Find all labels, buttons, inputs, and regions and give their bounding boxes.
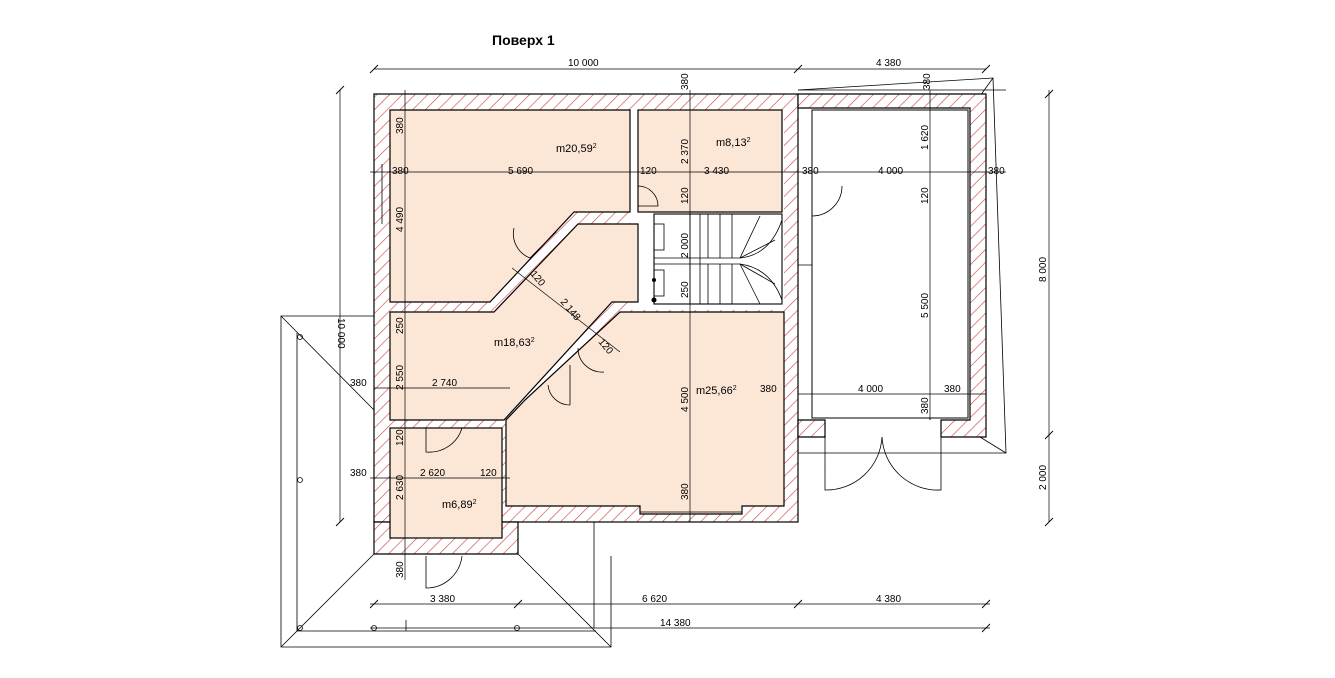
dim-label: 120: [395, 429, 406, 446]
dim-label: 1 620: [920, 125, 931, 150]
staircase: [651, 213, 783, 305]
dim-label: 380: [922, 73, 933, 90]
room-5-area: m6,892: [442, 499, 477, 511]
dim-label: 2 550: [395, 365, 406, 390]
room-2: [637, 109, 783, 213]
dim-label: 120: [920, 187, 931, 204]
dim-label: 2 620: [420, 468, 445, 479]
dim-label: 380: [680, 73, 691, 90]
dim-label: 2 000: [1038, 465, 1049, 490]
room-labels: m20,592 m8,132 m18,632 m25,662 m6,892: [442, 137, 751, 511]
rooms: [389, 109, 785, 539]
room-4: [505, 311, 785, 515]
dim-label: 380: [395, 117, 406, 134]
room-3: [389, 223, 639, 421]
dim-label: 4 380: [876, 58, 901, 69]
dim-label: 380: [350, 468, 367, 479]
dim-label: 2 630: [395, 475, 406, 500]
dim-label: 2 000: [680, 233, 691, 258]
dim-label: 250: [680, 281, 691, 298]
dim-label: 250: [395, 317, 406, 334]
dim-label: 5 690: [508, 166, 533, 177]
dim-label: 380: [988, 166, 1005, 177]
dim-label: 380: [392, 166, 409, 177]
room-5: [389, 427, 503, 539]
room-2-area: m8,132: [716, 137, 751, 149]
room-4-area: m25,662: [696, 385, 737, 397]
dim-label: 380: [395, 561, 406, 578]
room-1-area: m20,592: [556, 143, 597, 155]
dim-label: 380: [350, 378, 367, 389]
dim-label: 380: [680, 483, 691, 500]
dim-label: 4 000: [858, 384, 883, 395]
dim-label: 14 380: [660, 618, 691, 629]
plan-title: Поверх 1: [492, 32, 555, 48]
dim-label: 2 370: [680, 139, 691, 164]
room-3-area: m18,632: [494, 337, 535, 349]
dim-label: 10 000: [335, 318, 346, 349]
dim-label: 5 500: [920, 293, 931, 318]
dim-label: 380: [920, 397, 931, 414]
dim-label: 4 380: [876, 594, 901, 605]
dim-label: 120: [480, 468, 497, 479]
dim-label: 8 000: [1038, 257, 1049, 282]
dim-label: 3 380: [430, 594, 455, 605]
dim-label: 4 490: [395, 207, 406, 232]
dim-label: 380: [944, 384, 961, 395]
dim-label: 380: [760, 384, 777, 395]
dim-label: 4 500: [680, 387, 691, 412]
dim-label: 380: [802, 166, 819, 177]
dimension-lines: [335, 64, 1054, 633]
room-1: [389, 109, 631, 303]
dim-label: 2 740: [432, 378, 457, 389]
dim-label: 10 000: [568, 58, 599, 69]
doors: [373, 164, 942, 589]
porch-roof-outline: [280, 315, 612, 648]
dim-label: 120: [680, 187, 691, 204]
dim-label: 6 620: [642, 594, 667, 605]
dim-label: 3 430: [704, 166, 729, 177]
dim-label: 120: [640, 166, 657, 177]
dim-label: 4 000: [878, 166, 903, 177]
